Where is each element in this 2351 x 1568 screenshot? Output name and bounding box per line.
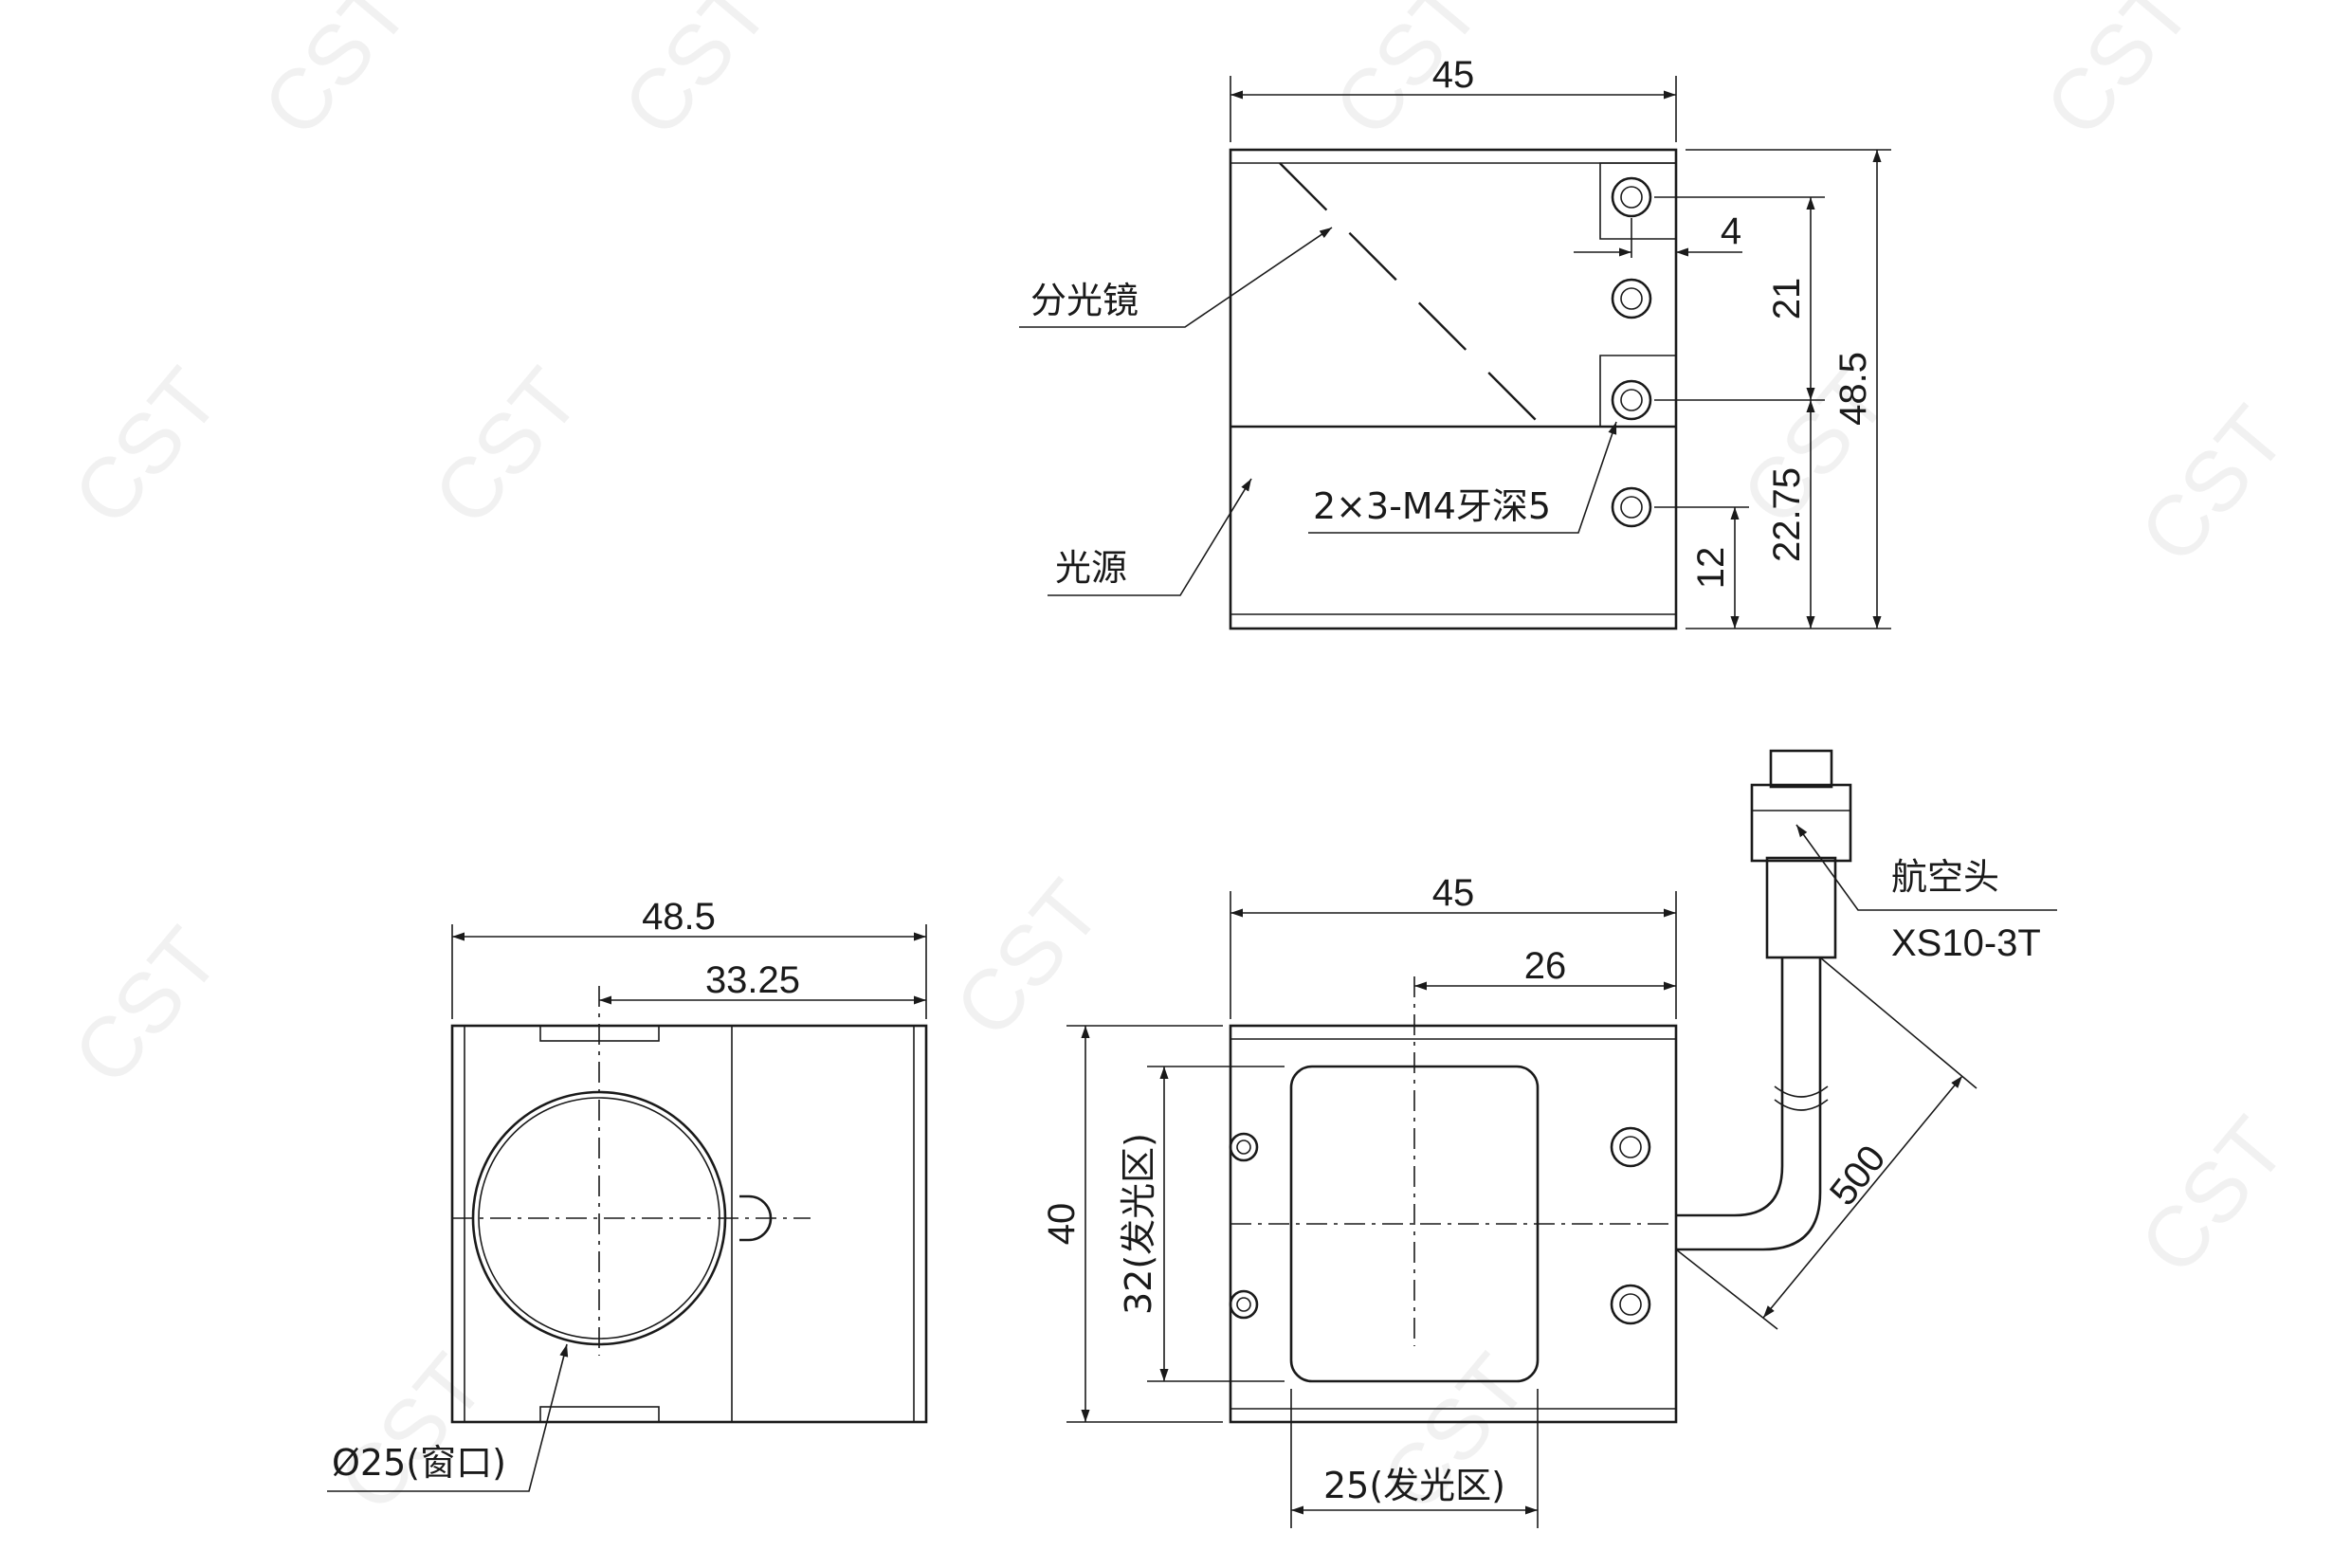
label-light-source: 光源 [1055,547,1127,589]
dim-front-height: 40 [1041,1203,1083,1246]
dim-48-5: 48.5 [1832,352,1874,426]
label-beamsplitter: 分光镜 [1030,280,1139,321]
screw-hole-inner [1620,496,1643,519]
extension-line [1675,1249,1778,1330]
label-thread: 2×3-M4牙深5 [1313,485,1551,527]
dim-4: 4 [1721,210,1741,252]
watermark-text: CST [2028,0,2210,155]
dim-emission-height: 32(发光区) [1118,1133,1159,1315]
watermark-text: CST [2123,1101,2305,1292]
front-view: 航空头 XS10-3T 500 45 26 40 32(发光区) 25(发光区) [1041,749,2057,1528]
side-body-outline [450,1024,928,1424]
top-view: 45 4 21 22.75 12 48.5 分光镜 光源 2×3-M4牙深5 [1019,54,1891,630]
top-body-outline [1229,148,1678,630]
screw-hole [1229,1289,1259,1320]
dim-emission-width: 25(发光区) [1323,1465,1505,1506]
dimension-line [1762,1075,1963,1319]
screw-hole-inner [1619,1293,1642,1316]
extension-line [1819,957,1977,1089]
watermark-layer: CST CST CST CST CST CST CST CST CST CST … [56,0,2305,1529]
mount-tab [1599,162,1676,240]
dim-top-width: 45 [1432,54,1475,96]
dim-21: 21 [1766,278,1808,320]
screw-hole [1611,278,1652,319]
screw-hole-inner [1620,186,1643,209]
watermark-text: CST [56,352,238,543]
label-connector-model: XS10-3T [1891,922,2041,964]
leader-line [327,1343,569,1492]
watermark-text: CST [56,911,238,1103]
label-connector: 航空头 [1891,856,1999,898]
screw-hole [1229,1132,1259,1162]
dim-22-75: 22.75 [1766,467,1808,562]
screw-hole-inner [1620,389,1643,411]
screw-hole-inner [1236,1140,1251,1155]
dim-cable-length: 500 [1822,1138,1894,1213]
watermark-text: CST [321,1338,503,1529]
watermark-text: CST [416,352,598,543]
screw-hole-inner [1236,1297,1251,1312]
screw-hole [1611,379,1652,421]
leader-line [1308,421,1617,534]
screw-hole [1610,1126,1651,1168]
leader-line [1019,227,1333,328]
connector-tip [1769,749,1833,789]
screw-hole [1610,1284,1651,1325]
watermark-text: CST [2123,390,2305,581]
side-view: 48.5 33.25 Ø25(窗口) [327,896,928,1492]
screw-hole [1611,176,1652,218]
cable-line [1676,957,1784,1217]
screw-hole-inner [1620,287,1643,310]
watermark-text: CST [1724,352,1906,543]
screw-hole-inner [1619,1136,1642,1158]
mount-tab [1599,355,1676,428]
leader-line [1795,824,2057,911]
dim-side-width: 48.5 [642,896,716,938]
screw-hole [1611,486,1652,528]
dim-side-offset: 33.25 [705,959,800,1001]
side-tab [539,1406,660,1423]
dim-front-offset: 26 [1524,945,1567,987]
connector-body [1765,856,1837,959]
label-window: Ø25(窗口) [332,1442,506,1484]
watermark-text: CST [246,0,428,155]
watermark-text: CST [606,0,788,155]
connector-nut [1750,783,1852,863]
cable-line [1676,957,1822,1251]
dim-front-width: 45 [1432,872,1475,914]
beamsplitter-line [1279,162,1541,426]
leader-line [1048,478,1252,596]
dim-12: 12 [1690,547,1732,590]
